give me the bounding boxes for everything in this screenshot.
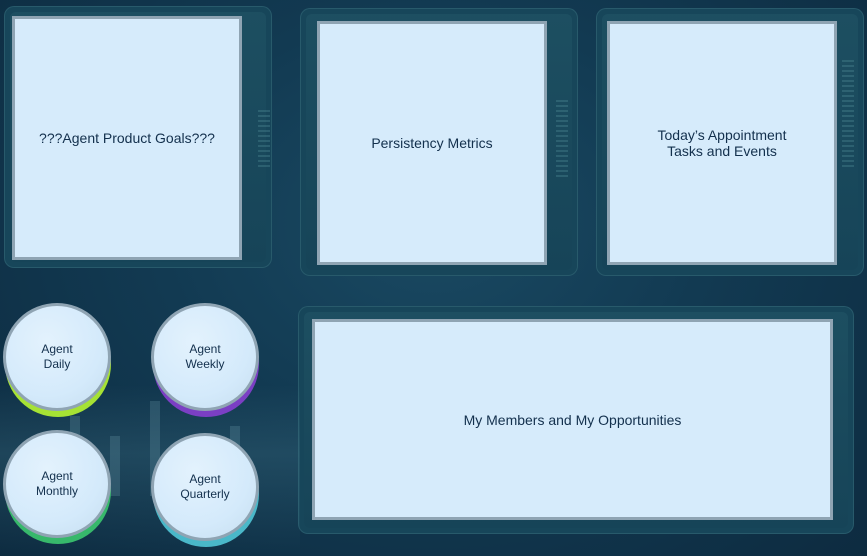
todays-appointments-line2: Tasks and Events (667, 143, 777, 159)
agent-quarterly-button[interactable]: Agent Quarterly (151, 433, 261, 549)
agent-product-goals-panel[interactable]: ???Agent Product Goals??? (12, 16, 242, 260)
todays-appointments-panel[interactable]: Today’s Appointment Tasks and Events (607, 21, 837, 265)
agent-weekly-line1: Agent (189, 342, 221, 356)
persistency-metrics-panel[interactable]: Persistency Metrics (317, 21, 547, 265)
agent-quarterly-line2: Quarterly (180, 487, 230, 501)
agent-weekly-label: Agent Weekly (185, 342, 224, 372)
persistency-metrics-label: Persistency Metrics (371, 135, 493, 151)
decor-stripes-right (842, 60, 854, 170)
agent-quarterly-line1: Agent (189, 472, 221, 486)
agent-quarterly-label: Agent Quarterly (180, 472, 229, 502)
todays-appointments-line1: Today’s Appointment (657, 127, 787, 143)
agent-monthly-label: Agent Monthly (36, 469, 78, 499)
members-opportunities-label: My Members and My Opportunities (463, 411, 682, 428)
agent-quarterly-circle: Agent Quarterly (151, 433, 259, 541)
agent-monthly-line2: Monthly (35, 484, 79, 498)
agent-weekly-button[interactable]: Agent Weekly (151, 303, 261, 419)
todays-appointments-label: Today’s Appointment Tasks and Events (650, 127, 795, 159)
agent-daily-label: Agent Daily (41, 342, 72, 372)
agent-monthly-button[interactable]: Agent Monthly (3, 430, 113, 546)
agent-daily-line2: Daily (43, 357, 71, 371)
agent-monthly-line1: Agent (41, 469, 73, 483)
agent-daily-circle: Agent Daily (3, 303, 111, 411)
decor-stripes-mid (556, 100, 568, 180)
agent-daily-line1: Agent (41, 342, 73, 356)
members-opportunities-panel[interactable]: My Members and My Opportunities (312, 319, 833, 520)
agent-weekly-circle: Agent Weekly (151, 303, 259, 411)
agent-monthly-circle: Agent Monthly (3, 430, 111, 538)
agent-weekly-line2: Weekly (185, 357, 225, 371)
agent-product-goals-label: ???Agent Product Goals??? (39, 130, 215, 146)
agent-daily-button[interactable]: Agent Daily (3, 303, 113, 419)
decor-stripes-left (258, 110, 270, 170)
